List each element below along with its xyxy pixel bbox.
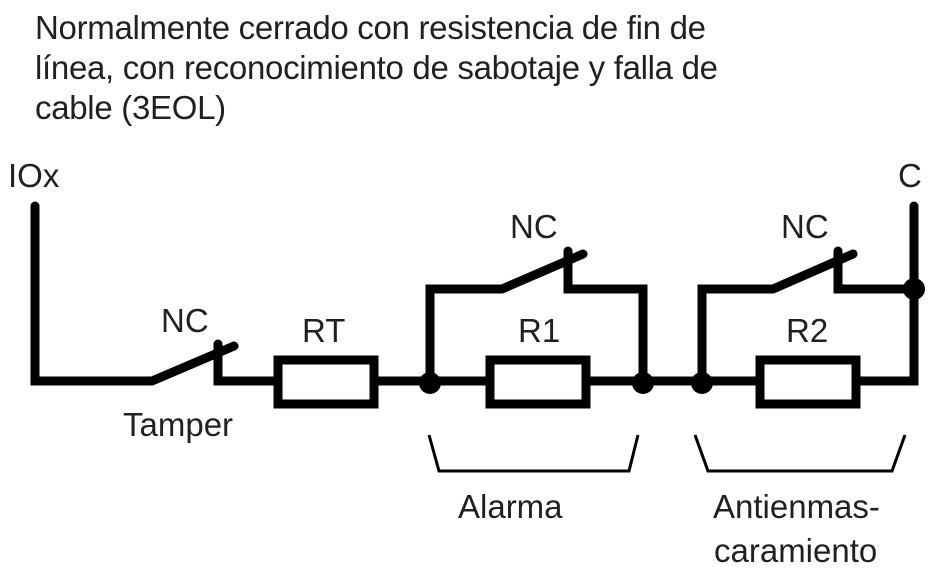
mask-switch-state: NC <box>781 208 829 245</box>
resistor-rt <box>273 355 379 409</box>
wire-mask-bypass-left <box>697 284 773 381</box>
tamper-switch-state: NC <box>161 302 209 339</box>
diagram-title: Normalmente cerrado con resistencia de f… <box>35 8 915 128</box>
wire-iox <box>30 201 157 386</box>
alarm-switch-state: NC <box>510 208 558 245</box>
rt-label: RT <box>302 312 345 349</box>
junction-dot <box>691 372 713 394</box>
junction-dot <box>903 278 925 300</box>
bracket-alarm <box>427 434 640 473</box>
r1-label: R1 <box>518 312 560 349</box>
wire-alarm-bypass-right <box>563 246 648 386</box>
resistor-r1 <box>485 355 591 409</box>
bracket-antimask <box>693 434 907 473</box>
wire-alarm-bypass-left <box>425 284 502 381</box>
junction-dot <box>419 372 441 394</box>
group-antimask-label-2: caramiento <box>714 532 877 569</box>
junction-dot <box>632 372 654 394</box>
title-line-3: cable (3EOL) <box>35 89 226 126</box>
group-antimask-label-1: Antienmas- <box>713 488 880 525</box>
wire-r2-c <box>851 201 919 386</box>
title-line-2: línea, con reconocimiento de sabotaje y … <box>35 49 718 86</box>
wire-mask-bypass-right <box>833 246 919 294</box>
tamper-label: Tamper <box>123 406 233 443</box>
terminal-c-label: C <box>898 157 922 194</box>
r2-label: R2 <box>786 312 828 349</box>
wire-tamper-rt <box>213 339 281 386</box>
group-alarm-label: Alarma <box>458 488 563 525</box>
title-line-1: Normalmente cerrado con resistencia de f… <box>35 9 706 46</box>
resistor-r2 <box>755 355 861 409</box>
terminal-iox-label: IOx <box>8 157 60 194</box>
